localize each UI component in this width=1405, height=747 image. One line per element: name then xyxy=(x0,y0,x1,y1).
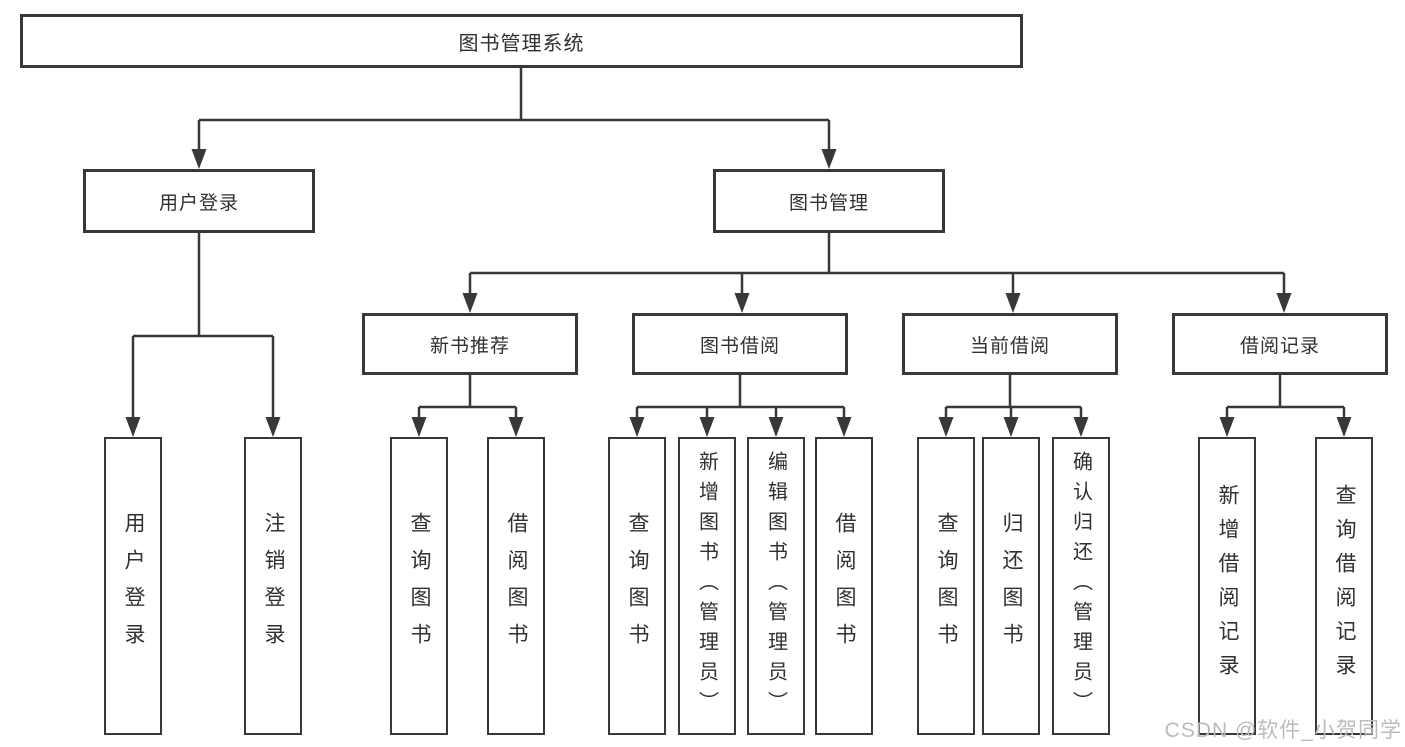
leaf-label: 查询借阅记录 xyxy=(1333,484,1356,688)
leaf-borrow-books-recommend: 借阅图书 xyxy=(487,437,545,735)
leaf-edit-books-admin: 编辑图书（管理员） xyxy=(747,437,805,735)
node-current-borrowing: 当前借阅 xyxy=(902,313,1118,375)
leaf-label: 借阅图书 xyxy=(505,512,528,660)
leaf-add-books-admin: 新增图书（管理员） xyxy=(678,437,736,735)
leaf-label: 确认归还（管理员） xyxy=(1069,451,1092,721)
leaf-label: 归还图书 xyxy=(1000,512,1023,660)
leaf-logout: 注销登录 xyxy=(244,437,302,735)
leaf-label: 查询图书 xyxy=(935,512,958,660)
node-label: 借阅记录 xyxy=(1239,335,1320,357)
leaf-label: 借阅图书 xyxy=(833,512,856,660)
leaf-label: 新增借阅记录 xyxy=(1216,484,1239,688)
node-label: 当前借阅 xyxy=(969,335,1050,357)
node-label: 图书管理系统 xyxy=(458,32,585,55)
leaf-return-books: 归还图书 xyxy=(982,437,1040,735)
leaf-label: 查询图书 xyxy=(408,512,431,660)
leaf-query-books-borrowing: 查询图书 xyxy=(608,437,666,735)
leaf-label: 查询图书 xyxy=(626,512,649,660)
node-borrowing-records: 借阅记录 xyxy=(1172,313,1388,375)
leaf-confirm-return-admin: 确认归还（管理员） xyxy=(1052,437,1110,735)
leaf-label: 编辑图书（管理员） xyxy=(764,451,787,721)
leaf-query-books-current: 查询图书 xyxy=(917,437,975,735)
csdn-watermark: CSDN @软件_小贺同学 xyxy=(1164,719,1402,742)
node-label: 用户登录 xyxy=(158,192,239,214)
leaf-query-books-recommend: 查询图书 xyxy=(390,437,448,735)
leaf-user-login: 用户登录 xyxy=(104,437,162,735)
node-label: 图书借阅 xyxy=(699,335,780,357)
node-library-management-system: 图书管理系统 xyxy=(20,14,1023,68)
leaf-label: 新增图书（管理员） xyxy=(695,451,718,721)
node-new-book-recommendation: 新书推荐 xyxy=(362,313,578,375)
node-book-borrowing: 图书借阅 xyxy=(632,313,848,375)
leaf-add-borrow-record: 新增借阅记录 xyxy=(1198,437,1256,735)
node-label: 新书推荐 xyxy=(429,335,510,357)
leaf-label: 注销登录 xyxy=(262,512,285,660)
leaf-label: 用户登录 xyxy=(122,512,145,660)
node-book-management-branch: 图书管理 xyxy=(713,169,945,233)
leaf-query-borrow-record: 查询借阅记录 xyxy=(1315,437,1373,735)
node-user-login-branch: 用户登录 xyxy=(83,169,315,233)
node-label: 图书管理 xyxy=(788,192,869,214)
leaf-borrow-books: 借阅图书 xyxy=(815,437,873,735)
